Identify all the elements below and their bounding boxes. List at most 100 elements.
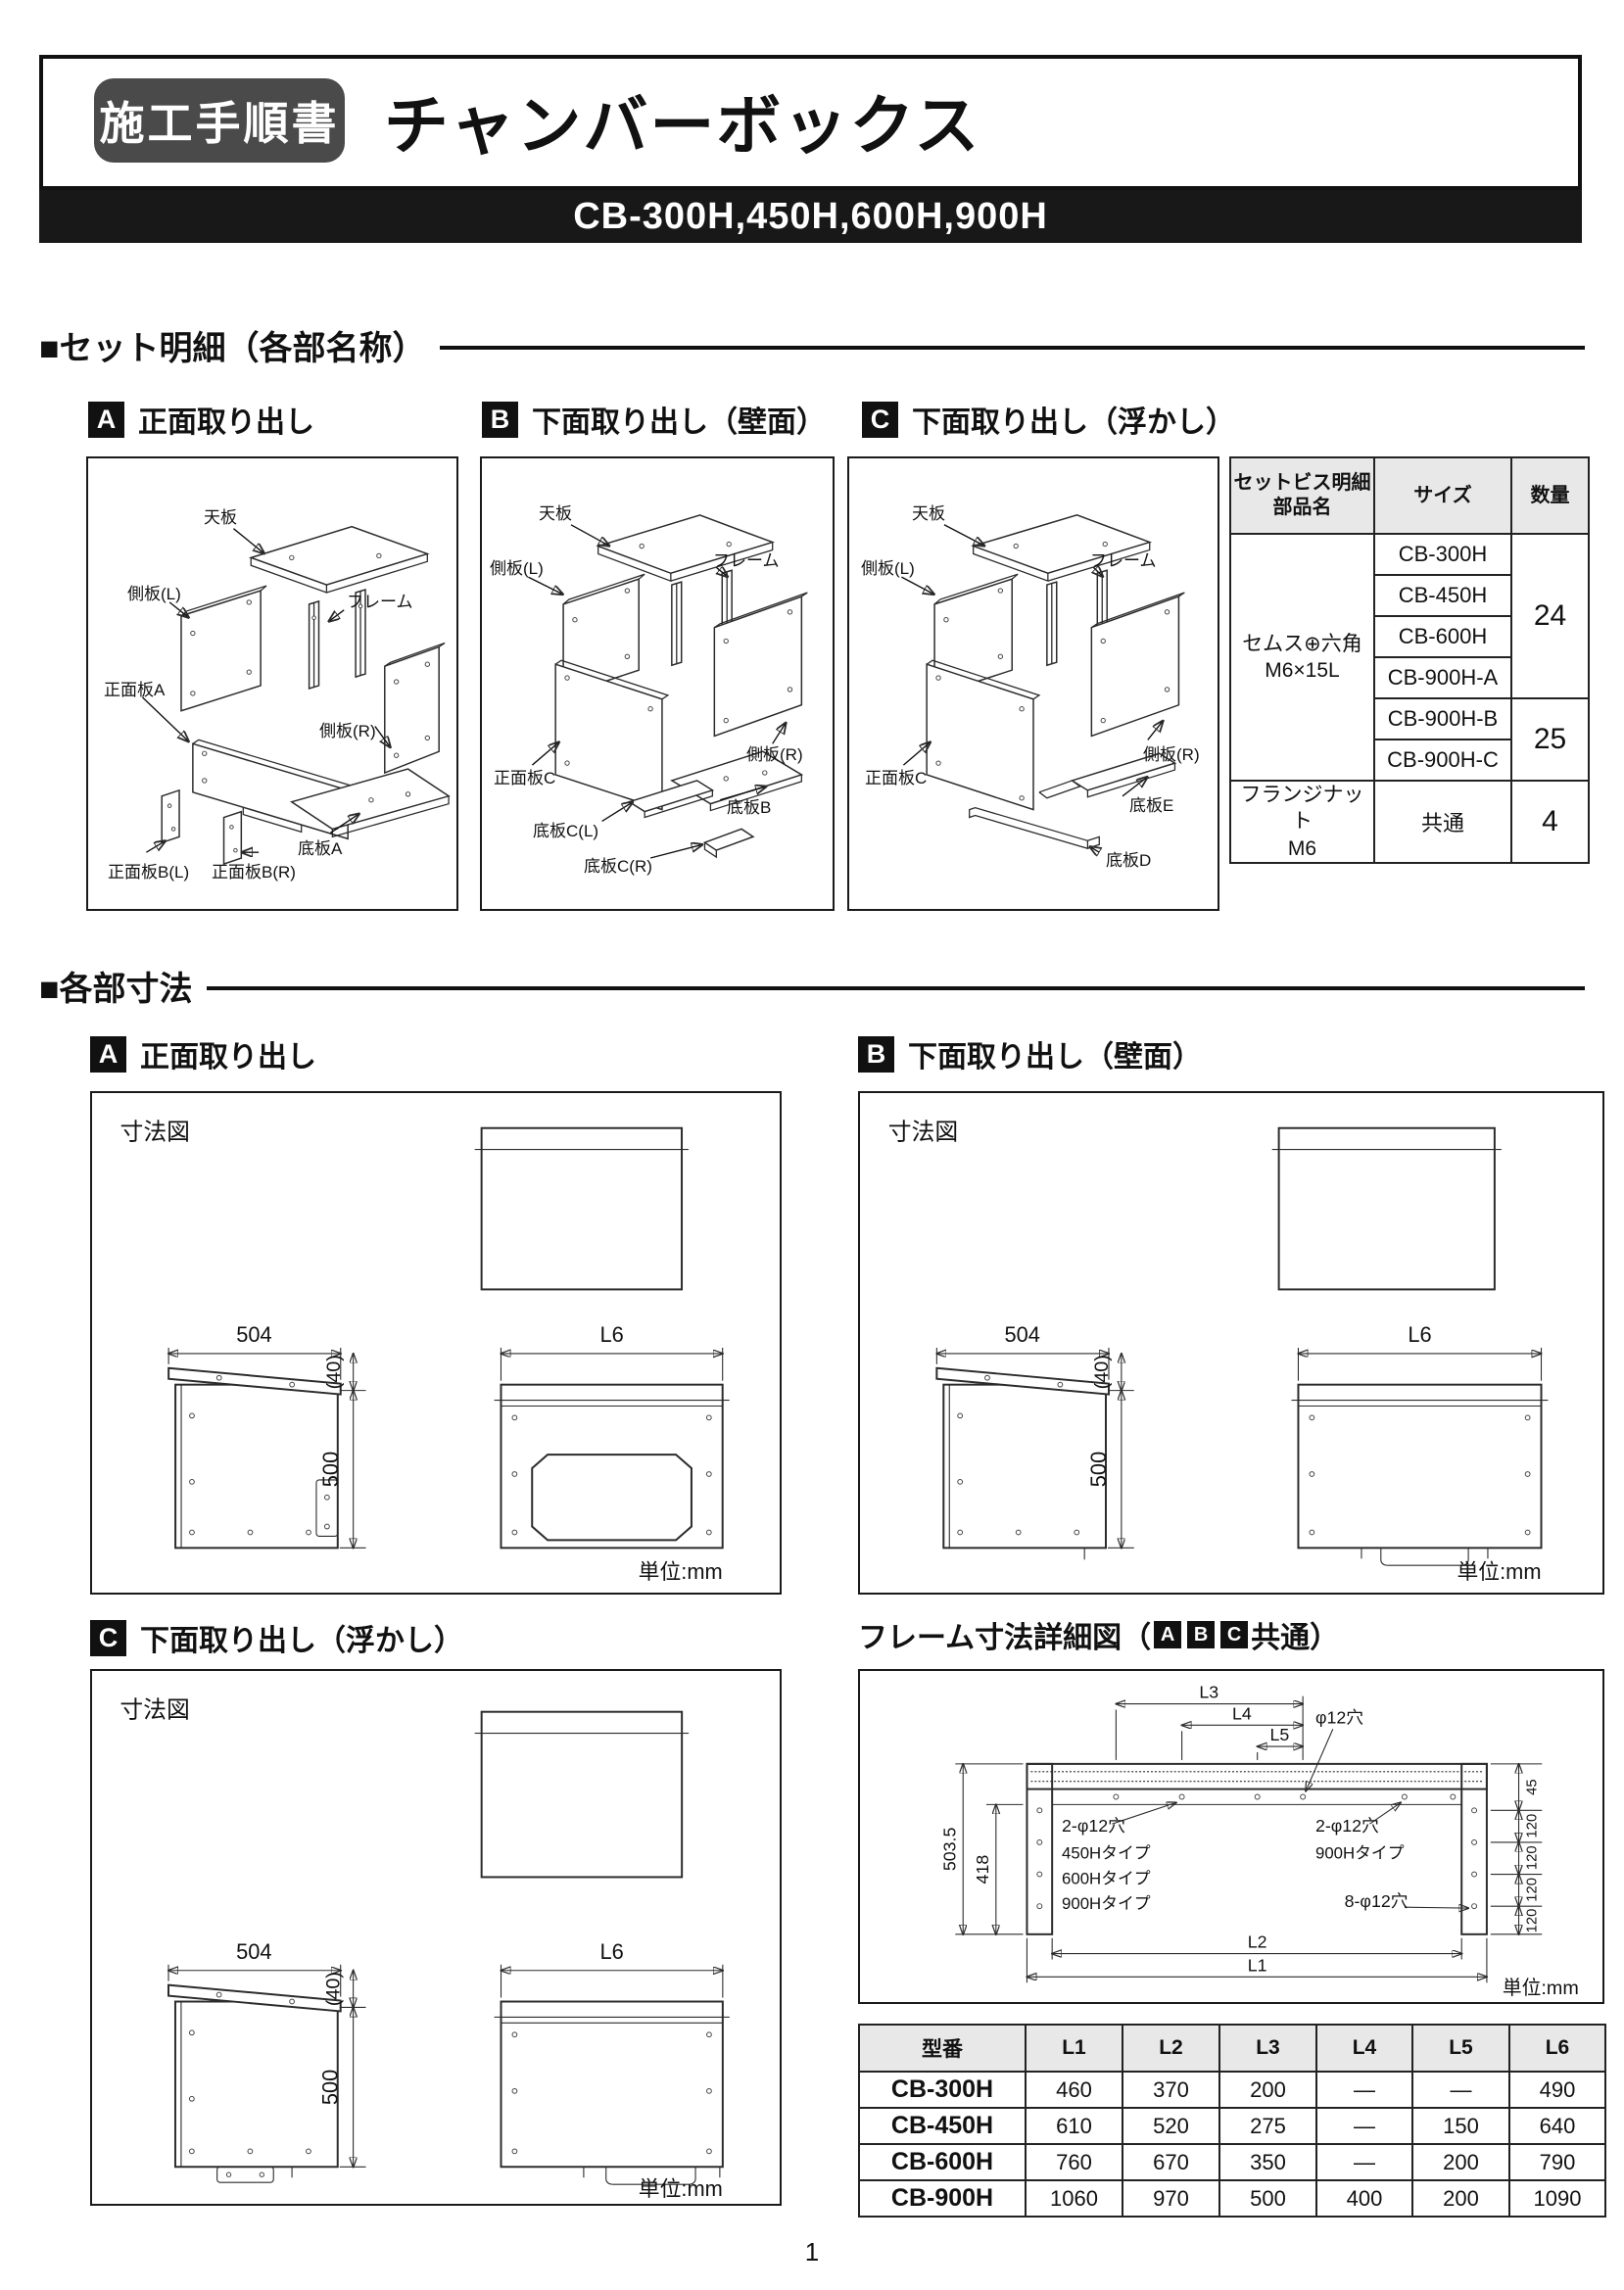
doc-title: チャンバーボックス bbox=[384, 89, 981, 162]
part-name-flange-nut: フランジナット M6 bbox=[1229, 780, 1375, 864]
dim-120-1: 120 bbox=[1524, 1814, 1540, 1838]
part-label-teiban-e: 底板E bbox=[1129, 796, 1174, 815]
model-dimensions-table: 型番 L1 L2 L3 L4 L5 L6 CB-300H 460 370 200… bbox=[858, 2024, 1606, 2218]
label-type450: 450Hタイプ bbox=[1062, 1844, 1151, 1863]
heading-rule bbox=[439, 345, 1585, 350]
cell-value: 370 bbox=[1122, 2071, 1220, 2109]
cell-value: 610 bbox=[1025, 2107, 1123, 2145]
dim-500: 500 bbox=[1086, 1452, 1111, 1487]
part-name-sems: セムス⊕六角 M6×15L bbox=[1229, 533, 1375, 782]
part-label-teiban-d: 底板D bbox=[1106, 851, 1152, 870]
dim-c-title: 下面取り出し（浮かし） bbox=[140, 1625, 463, 1657]
size-cb900h-b: CB-900H-B bbox=[1373, 697, 1512, 740]
heading-rule bbox=[206, 985, 1585, 990]
dim-l1: L1 bbox=[1248, 1955, 1267, 1975]
cell-value: — bbox=[1315, 2143, 1413, 2181]
col-l1: L1 bbox=[1025, 2024, 1123, 2073]
cell-value: 520 bbox=[1122, 2107, 1220, 2145]
unit-label: 単位:mm bbox=[639, 1559, 723, 1584]
diagram-c-header: C 下面取り出し（浮かし） bbox=[862, 398, 1235, 441]
part-name-flange-line1: フランジナット bbox=[1240, 784, 1364, 834]
dim-45: 45 bbox=[1524, 1779, 1540, 1794]
cell-value: 200 bbox=[1411, 2179, 1510, 2218]
col-l3: L3 bbox=[1218, 2024, 1317, 2073]
dim-504: 504 bbox=[236, 1939, 271, 1964]
col-header-part-line2: 部品名 bbox=[1272, 497, 1332, 518]
part-name-sems-line1: セムス⊕六角 bbox=[1242, 632, 1362, 655]
exploded-view-b: 天板 側板(L) フレーム 正面板C 側板(R) 底板B 底板C(L) 底板C(… bbox=[480, 456, 835, 911]
cell-value: — bbox=[1315, 2107, 1413, 2145]
section-heading: ■各部寸法 bbox=[39, 971, 193, 1008]
exploded-drawing-b bbox=[528, 514, 808, 859]
section-set-details: ■セット明細（各部名称） bbox=[39, 321, 1585, 369]
col-header-part-line1: セットビス明細 bbox=[1233, 472, 1371, 494]
section-heading: ■セット明細（各部名称） bbox=[39, 330, 426, 367]
part-label-teiban-cr: 底板C(R) bbox=[584, 857, 652, 876]
col-l5: L5 bbox=[1411, 2024, 1510, 2073]
dim-504: 504 bbox=[236, 1322, 271, 1347]
unit-label: 単位:mm bbox=[1457, 1559, 1541, 1584]
dim-b-header: B 下面取り出し（壁面） bbox=[858, 1032, 1202, 1075]
dim-l6: L6 bbox=[599, 1322, 623, 1347]
label-hole12: φ12穴 bbox=[1315, 1707, 1363, 1727]
dimension-drawing-a: 寸法図 504 (40) 500 L6 単位:mm bbox=[120, 1120, 730, 1584]
part-label-tenban: 天板 bbox=[539, 504, 572, 523]
table-row: CB-900H 1060 970 500 400 200 1090 bbox=[858, 2179, 1606, 2218]
dim-a-title: 正面取り出し bbox=[140, 1041, 316, 1073]
col-header-size: サイズ bbox=[1373, 456, 1512, 535]
badge-b: B bbox=[482, 401, 518, 438]
model-name: CB-300H bbox=[858, 2071, 1027, 2109]
part-label-shomen-c: 正面板C bbox=[494, 769, 556, 787]
dim-40: (40) bbox=[1091, 1355, 1113, 1389]
cell-value: 460 bbox=[1025, 2071, 1123, 2109]
model-name: CB-450H bbox=[858, 2107, 1027, 2145]
table-row: CB-450H 610 520 275 — 150 640 bbox=[858, 2107, 1606, 2145]
exploded-drawing-a bbox=[141, 525, 451, 866]
exploded-view-a: 天板 側板(L) フレーム 正面板A 側板(R) 底板A 正面板B(L) 正面板… bbox=[86, 456, 458, 911]
col-l4: L4 bbox=[1315, 2024, 1413, 2073]
col-model: 型番 bbox=[858, 2024, 1027, 2073]
unit-label: 単位:mm bbox=[1503, 1978, 1579, 1999]
frame-title-post: 共通） bbox=[1251, 1622, 1340, 1654]
cell-value: 150 bbox=[1411, 2107, 1510, 2145]
dim-l6: L6 bbox=[600, 1939, 624, 1964]
label-type900: 900Hタイプ bbox=[1062, 1894, 1151, 1913]
size-common: 共通 bbox=[1373, 780, 1512, 864]
diagram-a-title: 正面取り出し bbox=[138, 406, 314, 439]
dimension-box-b: 寸法図 504 (40) 500 L6 単位:mm bbox=[858, 1091, 1604, 1595]
dim-l2: L2 bbox=[1248, 1932, 1267, 1952]
dim-418: 418 bbox=[973, 1855, 992, 1884]
size-cb900h-a: CB-900H-A bbox=[1373, 656, 1512, 699]
cell-value: 1060 bbox=[1025, 2179, 1123, 2218]
part-name-sems-line2: M6×15L bbox=[1265, 659, 1340, 682]
cell-value: 200 bbox=[1411, 2143, 1510, 2181]
col-l2: L2 bbox=[1122, 2024, 1220, 2073]
frame-detail-header: フレーム寸法詳細図（ A B C 共通） bbox=[858, 1616, 1340, 1654]
part-label-sokuban-l: 側板(L) bbox=[861, 559, 915, 578]
exploded-drawing-c bbox=[901, 514, 1185, 909]
cell-value: 1090 bbox=[1508, 2179, 1606, 2218]
diagram-b-title: 下面取り出し（壁面） bbox=[532, 406, 826, 439]
dim-40: (40) bbox=[323, 1972, 345, 2006]
diagram-b-header: B 下面取り出し（壁面） bbox=[482, 398, 826, 441]
badge-c: C bbox=[1220, 1621, 1249, 1648]
col-header-qty: 数量 bbox=[1510, 456, 1590, 535]
label-2hole-left: 2-φ12穴 bbox=[1062, 1816, 1125, 1836]
cell-value: 970 bbox=[1122, 2179, 1220, 2218]
page-number: 1 bbox=[804, 2237, 820, 2266]
badge-a: A bbox=[88, 401, 124, 438]
qty-25: 25 bbox=[1510, 697, 1590, 782]
part-label-frame: フレーム bbox=[347, 593, 413, 611]
zumen-label: 寸法図 bbox=[120, 1120, 190, 1146]
dim-l3: L3 bbox=[1199, 1683, 1218, 1702]
part-label-teiban-a: 底板A bbox=[298, 839, 343, 858]
dim-c-header: C 下面取り出し（浮かし） bbox=[90, 1616, 463, 1659]
dim-l6: L6 bbox=[1408, 1322, 1431, 1347]
part-label-frame: フレーム bbox=[713, 551, 780, 570]
badge-b: B bbox=[1187, 1621, 1216, 1648]
label-2hole-right: 2-φ12穴 bbox=[1315, 1816, 1379, 1836]
dim-l5: L5 bbox=[1270, 1725, 1290, 1744]
unit-label: 単位:mm bbox=[639, 2176, 723, 2201]
cell-value: 490 bbox=[1508, 2071, 1606, 2109]
